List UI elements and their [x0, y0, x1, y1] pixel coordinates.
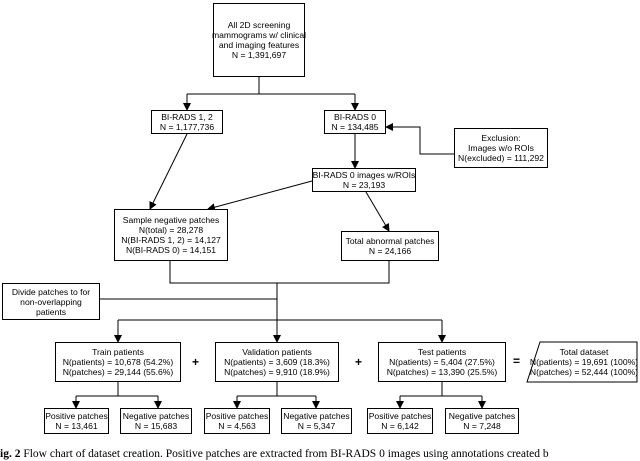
figure-caption-text: Flow chart of dataset creation. Positive…: [20, 448, 549, 460]
node-test-positive-patches: Positive patches N = 6,142: [367, 408, 433, 434]
node-divide-line2: non-overlapping: [20, 296, 82, 307]
node-train-patients: Train patients N(patients) = 10,678 (54.…: [55, 342, 181, 382]
node-abnormal-line2: N = 24,166: [368, 246, 412, 256]
node-sample-line4: N(BI-RADS 0) = 14,151: [125, 245, 217, 255]
node-exclusion: Exclusion: Images w/o ROIs N(excluded) =…: [454, 128, 548, 168]
node-train-pos-line2: N = 13,461: [55, 421, 98, 431]
node-exclusion-line1: Exclusion:: [481, 133, 521, 143]
node-birads0-with-rois: BI-RADS 0 images w/ROIs N = 23,193: [312, 168, 416, 192]
node-total-abnormal-patches: Total abnormal patches N = 24,166: [341, 231, 439, 261]
node-validation-patients-count: N(patients) = 3,609 (18.3%): [224, 357, 330, 367]
node-train-positive-patches: Positive patches N = 13,461: [44, 408, 109, 434]
node-sample-line2: N(total) = 28,278: [138, 225, 204, 235]
edge-birads12-to-sample: [149, 133, 188, 210]
node-validation-negative-patches: Negative patches N = 5,347: [281, 408, 352, 434]
node-abnormal-line1: Total abnormal patches: [345, 236, 435, 246]
node-birads0-line1: BI-RADS 0: [333, 112, 377, 122]
plus-operator-1: +: [192, 355, 200, 369]
node-sample-line1: Sample negative patches: [122, 215, 220, 225]
node-divide-patches: Divide patches to for non-overlapping pa…: [2, 283, 100, 320]
node-all-line1: All 2D screening: [227, 20, 291, 30]
node-test-patients: Test patients N(patients) = 5,404 (27.5%…: [378, 342, 506, 382]
node-train-patches-count: N(patches) = 29,144 (55.6%): [62, 367, 174, 377]
node-test-patients-count: N(patients) = 5,404 (27.5%): [389, 357, 495, 367]
node-validation-positive-patches: Positive patches N = 4,563: [204, 408, 270, 434]
node-birads-1-2: BI-RADS 1, 2 N = 1,177,736: [151, 110, 223, 134]
figure-caption: ig. 2 Flow chart of dataset creation. Po…: [0, 447, 640, 461]
node-total-dataset: Total dataset N(patients) = 19,691 (100%…: [530, 342, 638, 382]
node-total-title: Total dataset: [559, 347, 609, 357]
node-train-pos-line1: Positive patches: [45, 411, 108, 421]
node-birads0-line2: N = 134,485: [331, 122, 379, 132]
node-birads12-line2: N = 1,177,736: [159, 122, 215, 132]
node-all-line3: and imaging features: [218, 40, 300, 50]
node-all-mammograms: All 2D screening mammograms w/ clinical …: [211, 3, 307, 77]
node-sample-negative-patches: Sample negative patches N(total) = 28,27…: [114, 209, 228, 261]
edge-abnormal-down: [277, 261, 390, 284]
node-train-neg-line1: Negative patches: [122, 411, 190, 421]
node-rois-line2: N = 23,193: [342, 180, 386, 190]
node-val-pos-line2: N = 4,563: [218, 421, 256, 431]
node-test-pos-line2: N = 6,142: [381, 421, 419, 431]
node-validation-title: Validation patients: [242, 347, 312, 357]
edge-exclusion: [385, 123, 454, 155]
node-train-neg-line2: N = 15,683: [134, 421, 178, 431]
node-train-patients-count: N(patients) = 10,678 (54.2%): [62, 357, 174, 367]
node-total-patches-count: N(patches) = 52,444 (100%): [529, 367, 639, 377]
node-total-patients-count: N(patients) = 19,691 (100%): [529, 357, 639, 367]
node-sample-line3: N(BI-RADS 1, 2) = 14,127: [121, 235, 221, 245]
node-exclusion-line2: Images w/o ROIs: [468, 143, 534, 153]
node-val-neg-line2: N = 5,347: [297, 421, 336, 431]
plus-operator-2: +: [355, 355, 363, 369]
node-test-neg-line2: N = 7,248: [463, 421, 501, 431]
node-train-negative-patches: Negative patches N = 15,683: [120, 408, 192, 434]
node-test-neg-line1: Negative patches: [448, 411, 516, 421]
node-all-line4: N = 1,391,697: [231, 50, 287, 60]
node-birads12-line1: BI-RADS 1, 2: [161, 112, 213, 122]
node-test-pos-line1: Positive patches: [368, 411, 432, 421]
node-validation-patients: Validation patients N(patients) = 3,609 …: [215, 342, 339, 382]
edge-rois-to-sample: [207, 180, 313, 212]
node-total-dataset-shape: [526, 341, 638, 383]
node-test-patches-count: N(patches) = 13,390 (25.5%): [386, 367, 498, 377]
node-birads-0: BI-RADS 0 N = 134,485: [324, 110, 386, 134]
node-divide-line1: Divide patches to for: [11, 286, 91, 297]
node-all-line2: mammograms w/ clinical: [211, 30, 307, 40]
node-val-pos-line1: Positive patches: [205, 411, 269, 421]
edge-sample-down: [169, 261, 277, 284]
node-test-title: Test patients: [417, 347, 467, 357]
node-test-negative-patches: Negative patches N = 7,248: [445, 408, 519, 434]
edge-rois-to-abnormal: [365, 191, 390, 232]
node-train-title: Train patients: [92, 347, 144, 357]
figure-caption-label: ig. 2: [0, 448, 21, 460]
node-rois-line1: BI-RADS 0 images w/ROIs: [312, 170, 416, 180]
node-exclusion-line3: N(excluded) = 111,292: [458, 153, 544, 163]
equals-operator: =: [513, 354, 521, 368]
node-divide-line3: patients: [35, 306, 67, 317]
node-validation-patches-count: N(patches) = 9,910 (18.9%): [224, 367, 330, 377]
node-val-neg-line1: Negative patches: [283, 411, 350, 421]
